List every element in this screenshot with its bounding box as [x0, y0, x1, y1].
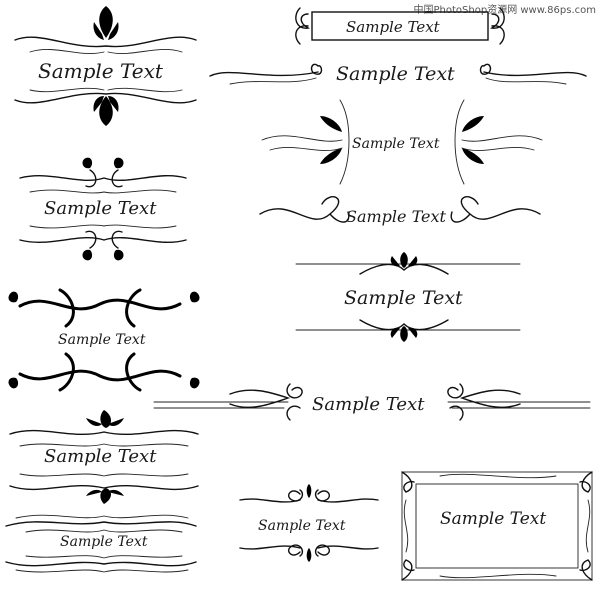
- ornament-label: Sample Text: [44, 446, 157, 467]
- ornament-label: Sample Text: [38, 59, 164, 83]
- ornament-leaf-brackets: Sample Text: [261, 99, 543, 185]
- ornament-label: Sample Text: [346, 18, 441, 36]
- ornament-scroll-crest: Sample Text: [239, 484, 379, 562]
- ornament-double-scroll: Sample Text: [19, 157, 187, 261]
- ornament-tulip-divider: Sample Text: [14, 6, 197, 126]
- ornament-fan-divider: Sample Text: [295, 252, 521, 342]
- ornament-bold-interlace: Sample Text: [8, 288, 200, 392]
- ornament-label: Sample Text: [58, 332, 146, 348]
- ornament-label: Sample Text: [344, 287, 463, 309]
- watermark-text: 中国PhotoShop资源网 www.86ps.com: [413, 5, 596, 16]
- ornament-label: Sample Text: [346, 207, 447, 226]
- ornament-corner-frame: Sample Text: [401, 471, 593, 581]
- ornament-spiral-line: Sample Text: [259, 196, 541, 226]
- ornament-triple-swirl: Sample Text: [5, 514, 197, 573]
- ornament-rule-scrolls: Sample Text: [153, 383, 591, 421]
- ornament-banner-frame: Sample Text: [295, 7, 505, 45]
- ornament-label: Sample Text: [60, 534, 148, 550]
- ornament-label: Sample Text: [440, 509, 546, 529]
- ornament-label: Sample Text: [312, 394, 425, 415]
- ornament-leaf-tulip: Sample Text: [9, 410, 199, 504]
- ornament-label: Sample Text: [44, 198, 157, 219]
- ornament-label: Sample Text: [336, 63, 455, 85]
- ornament-label: Sample Text: [258, 518, 346, 534]
- ornament-label: Sample Text: [352, 136, 440, 152]
- ornament-swash-line: Sample Text: [209, 63, 587, 85]
